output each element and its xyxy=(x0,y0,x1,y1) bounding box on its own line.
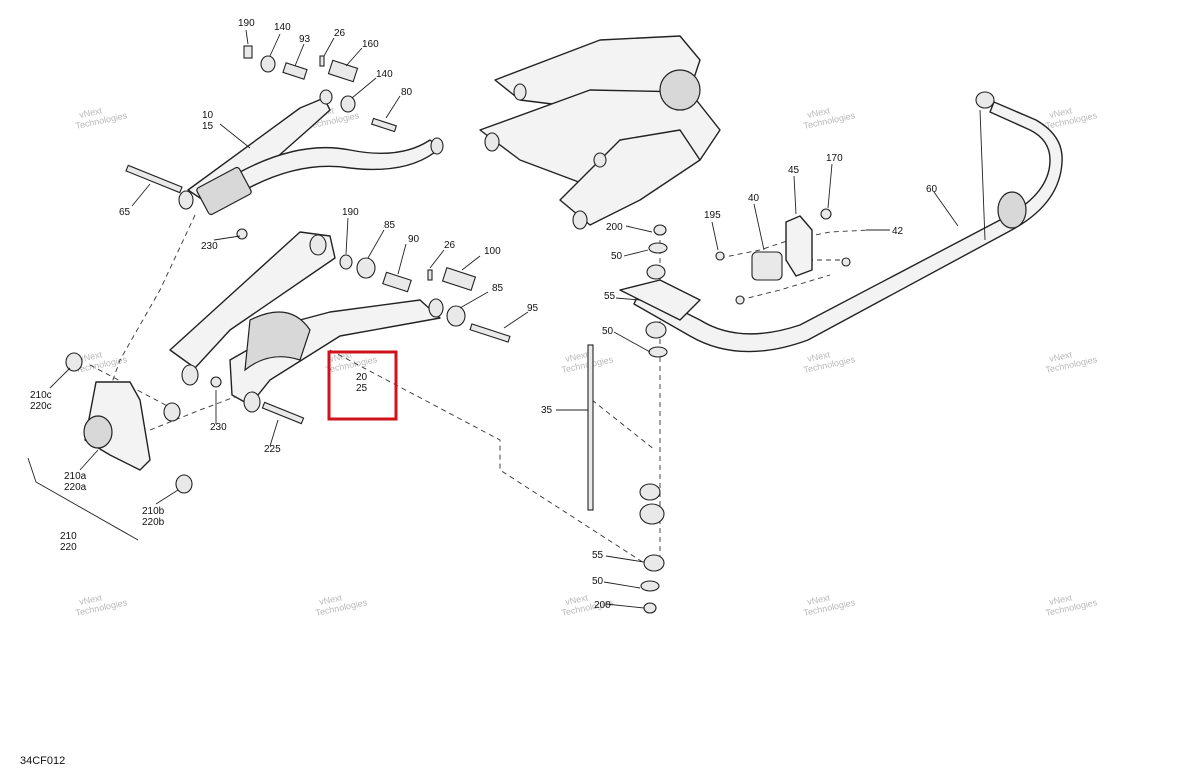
svg-text:vNext: vNext xyxy=(1048,592,1073,607)
watermark: vNext Technologies xyxy=(803,349,857,375)
callout-170: 170 xyxy=(826,153,843,164)
sway-bar xyxy=(633,91,1063,353)
svg-text:vNext: vNext xyxy=(78,105,103,120)
callout-225: 225 xyxy=(264,444,281,455)
callout-leaders xyxy=(49,29,959,609)
diagram-reference-code: 34CF012 xyxy=(20,755,65,767)
callout-210: 210 xyxy=(60,531,77,542)
callout-55: 55 xyxy=(592,550,604,561)
callout-15: 15 xyxy=(202,121,214,132)
watermark: vNext Technologies xyxy=(803,105,857,131)
callout-25: 25 xyxy=(356,383,368,394)
highlighted-callout: 20 25 xyxy=(327,350,398,421)
callout-50: 50 xyxy=(592,576,604,587)
watermark: vNext Technologies xyxy=(561,349,615,375)
watermark: vNext Technologies xyxy=(1045,349,1099,375)
callout-90: 90 xyxy=(408,234,420,245)
callout-26: 26 xyxy=(334,28,346,39)
callout-50: 50 xyxy=(602,326,614,337)
svg-text:vNext: vNext xyxy=(78,349,103,364)
watermark: vNext Technologies xyxy=(1045,592,1099,618)
svg-text:vNext: vNext xyxy=(1048,105,1073,120)
svg-text:vNext: vNext xyxy=(318,592,343,607)
callout-60: 60 xyxy=(926,184,938,195)
callout-35: 35 xyxy=(541,405,553,416)
highlight-box xyxy=(327,350,398,421)
callout-210b: 210b xyxy=(142,506,165,517)
callout-230: 230 xyxy=(201,241,218,252)
watermark: vNext Technologies xyxy=(1045,105,1099,131)
callout-160: 160 xyxy=(362,39,379,50)
callout-93: 93 xyxy=(299,34,311,45)
callout-80: 80 xyxy=(401,87,413,98)
svg-text:vNext: vNext xyxy=(564,592,589,607)
watermark: vNext Technologies xyxy=(325,349,379,375)
watermark: vNext Technologies xyxy=(315,592,369,618)
watermarks: vNext Technologies vNext Technologies vN… xyxy=(75,105,1099,618)
svg-text:vNext: vNext xyxy=(1048,349,1073,364)
sway-bar-bushing xyxy=(715,208,851,305)
callout-95: 95 xyxy=(527,303,539,314)
svg-text:vNext: vNext xyxy=(806,105,831,120)
callout-140: 140 xyxy=(376,69,393,80)
callout-210a: 210a xyxy=(64,471,87,482)
upper-a-arm xyxy=(178,89,444,216)
lower-a-arm xyxy=(169,231,444,425)
callout-100: 100 xyxy=(484,246,501,257)
callout-55: 55 xyxy=(604,291,616,302)
callout-85: 85 xyxy=(492,283,504,294)
callout-65: 65 xyxy=(119,207,131,218)
callout-230: 230 xyxy=(210,422,227,433)
callout-20: 20 xyxy=(356,372,368,383)
callout-190: 190 xyxy=(238,18,255,29)
callout-220: 220 xyxy=(60,542,77,553)
callout-labels: 190 140 93 26 160 140 80 10 15 65 230 19… xyxy=(30,18,938,611)
callout-210c: 210c xyxy=(30,390,52,401)
watermark: vNext Technologies xyxy=(75,592,129,618)
sway-bar-link xyxy=(587,224,701,614)
callout-190: 190 xyxy=(342,207,359,218)
callout-220c: 220c xyxy=(30,401,52,412)
callout-85: 85 xyxy=(384,220,396,231)
callout-26: 26 xyxy=(444,240,456,251)
watermark: vNext Technologies xyxy=(803,592,857,618)
callout-50: 50 xyxy=(611,251,623,262)
callout-10: 10 xyxy=(202,110,214,121)
upper-arm-hardware xyxy=(125,45,398,240)
callout-40: 40 xyxy=(748,193,760,204)
svg-text:vNext: vNext xyxy=(78,592,103,607)
rear-frame-assembly xyxy=(479,35,721,230)
callout-200: 200 xyxy=(594,600,611,611)
svg-text:vNext: vNext xyxy=(564,349,589,364)
knuckle xyxy=(27,352,193,541)
watermark: vNext Technologies xyxy=(75,105,129,131)
svg-text:vNext: vNext xyxy=(806,592,831,607)
callout-140: 140 xyxy=(274,22,291,33)
svg-text:vNext: vNext xyxy=(806,349,831,364)
callout-220a: 220a xyxy=(64,482,87,493)
callout-220b: 220b xyxy=(142,517,165,528)
callout-195: 195 xyxy=(704,210,721,221)
callout-45: 45 xyxy=(788,165,800,176)
callout-200: 200 xyxy=(606,222,623,233)
lower-arm-hardware xyxy=(339,254,511,343)
callout-42: 42 xyxy=(892,226,904,237)
